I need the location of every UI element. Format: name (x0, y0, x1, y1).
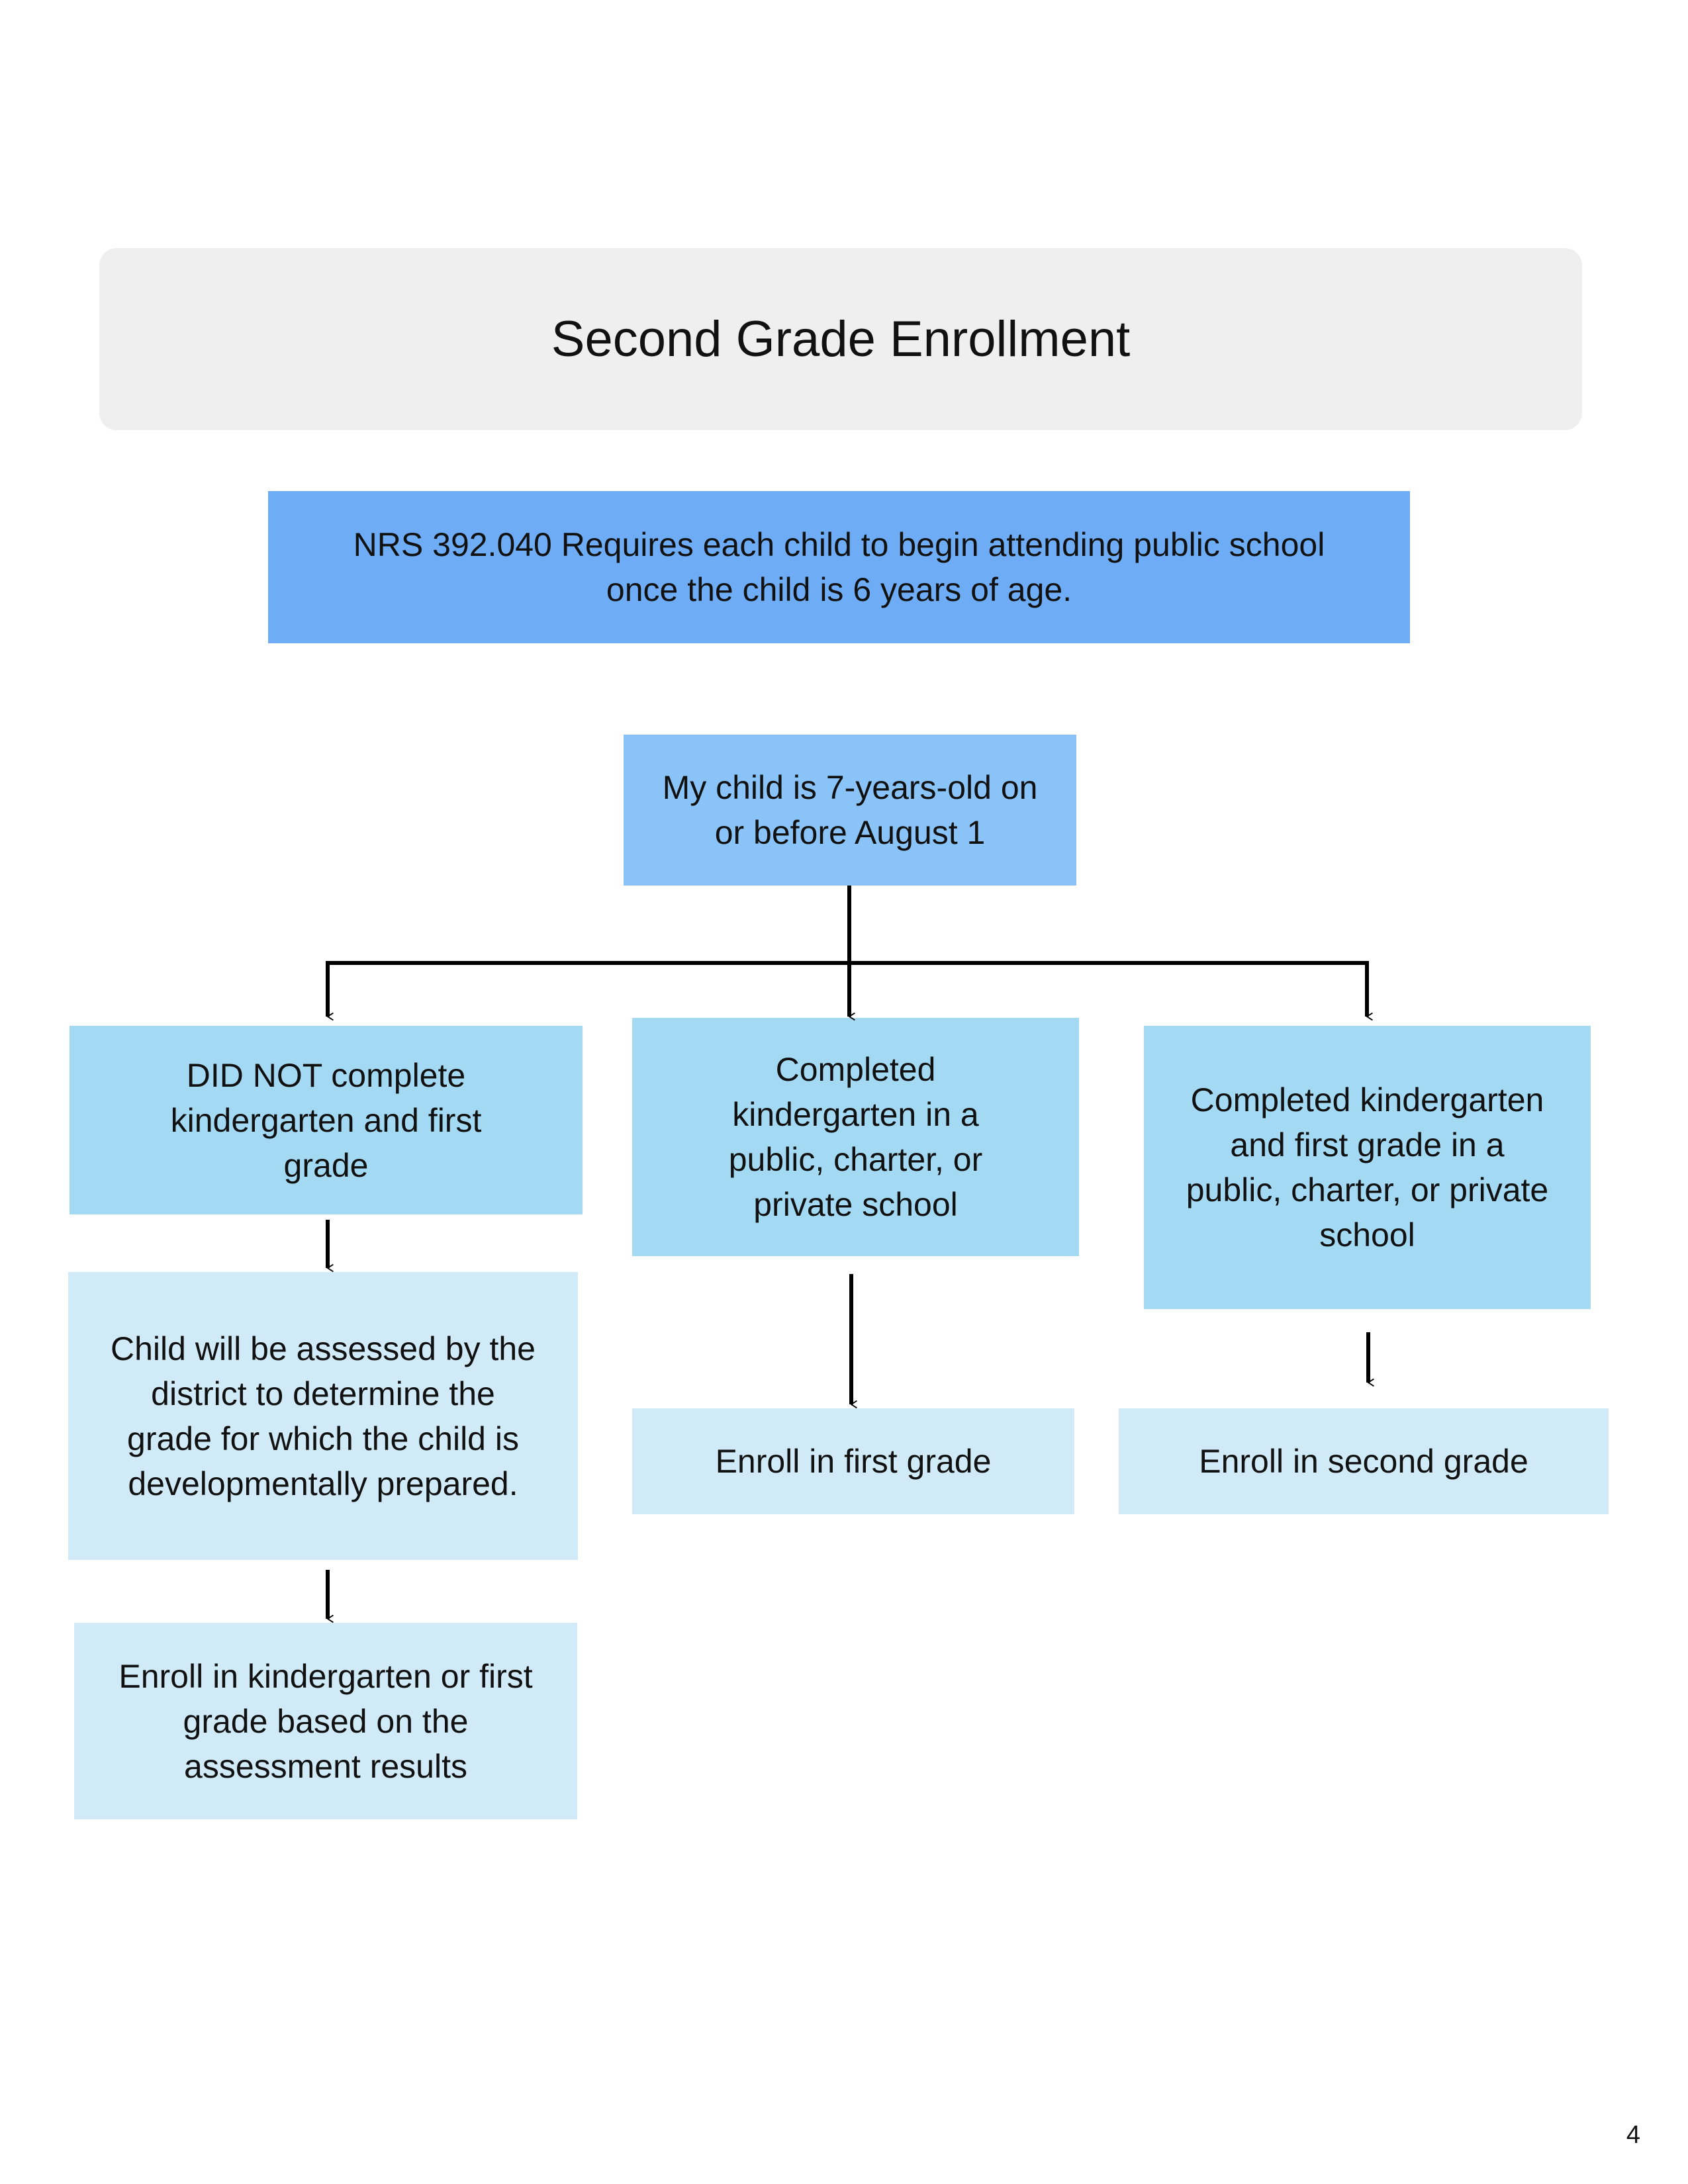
right-condition-box: Completed kindergarten and first grade i… (1144, 1026, 1591, 1309)
question-box: My child is 7-years-old on or before Aug… (624, 735, 1076, 886)
middle-result-box: Enroll in first grade (632, 1408, 1074, 1514)
left-result-text: Enroll in kindergarten or first grade ba… (118, 1657, 533, 1785)
middle-result-text: Enroll in first grade (715, 1443, 992, 1480)
assessment-box: Child will be assessed by the district t… (68, 1272, 578, 1560)
left-condition-text: DID NOT complete kindergarten and first … (170, 1056, 482, 1184)
statute-text: NRS 392.040 Requires each child to begin… (353, 526, 1325, 608)
page-number: 4 (1626, 2121, 1640, 2149)
title-banner: Second Grade Enrollment (99, 248, 1582, 430)
right-result-box: Enroll in second grade (1119, 1408, 1609, 1514)
page-title: Second Grade Enrollment (551, 311, 1131, 367)
middle-condition-text: Completed kindergarten in a public, char… (728, 1051, 983, 1223)
right-condition-text: Completed kindergarten and first grade i… (1186, 1081, 1549, 1253)
right-result-text: Enroll in second grade (1199, 1443, 1528, 1480)
left-result-box: Enroll in kindergarten or first grade ba… (74, 1623, 577, 1819)
statute-box: NRS 392.040 Requires each child to begin… (268, 491, 1410, 643)
question-text: My child is 7-years-old on or before Aug… (662, 769, 1038, 851)
assessment-text: Child will be assessed by the district t… (111, 1330, 536, 1502)
middle-condition-box: Completed kindergarten in a public, char… (632, 1018, 1079, 1256)
left-condition-box: DID NOT complete kindergarten and first … (70, 1026, 583, 1214)
